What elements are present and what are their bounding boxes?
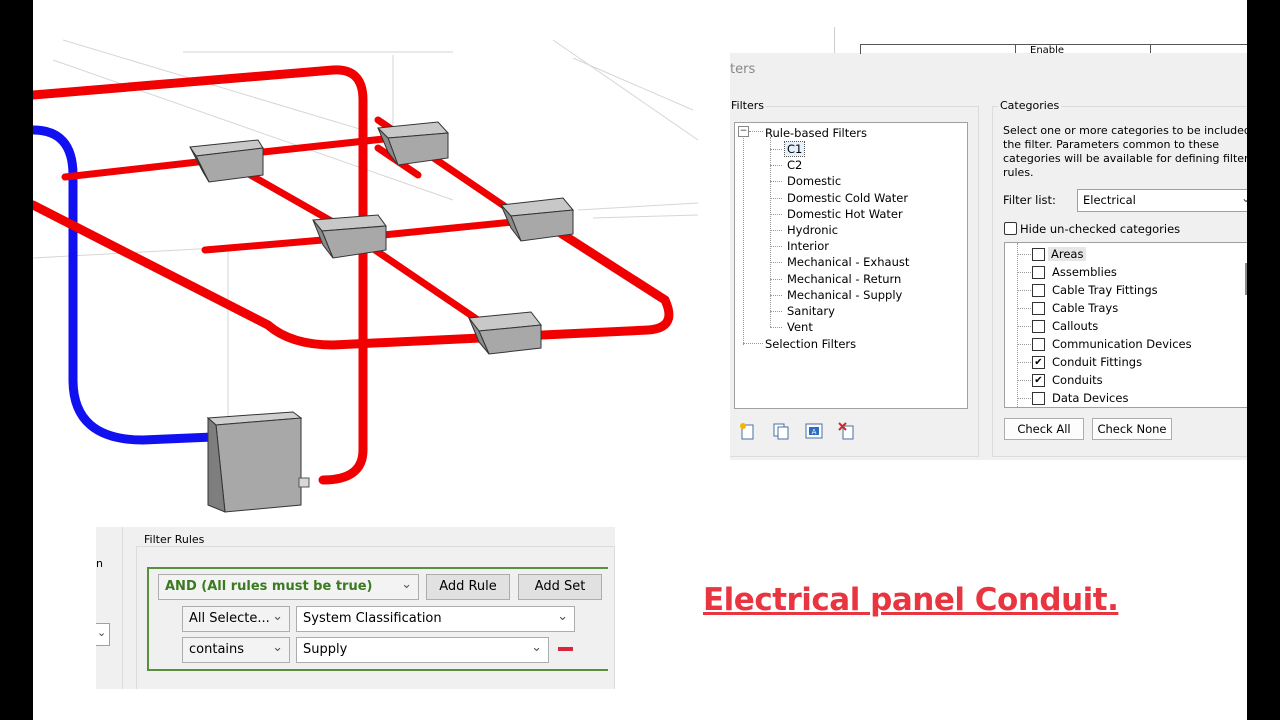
parameter-dropdown[interactable]: System Classification ⌄ — [296, 606, 575, 632]
slide-canvas: Enable ters Filters − Rule-based Filters… — [33, 0, 1247, 720]
collapse-icon[interactable]: − — [738, 126, 749, 137]
electrical-panel — [206, 411, 310, 513]
tree-item[interactable]: Domestic — [787, 174, 842, 189]
filter-list-label: Filter list: — [1003, 193, 1056, 207]
dialog-title: ters — [730, 62, 756, 77]
category-checkbox[interactable] — [1032, 320, 1045, 333]
delete-filter-icon[interactable] — [838, 422, 856, 440]
category-label[interactable]: Areas — [1048, 247, 1087, 261]
category-label[interactable]: Cable Trays — [1052, 301, 1119, 315]
category-checkbox[interactable]: ✔ — [1032, 374, 1045, 387]
category-checkbox[interactable] — [1032, 338, 1045, 351]
tree-item[interactable]: Vent — [787, 320, 813, 335]
category-label[interactable]: Cable Tray Fittings — [1052, 283, 1158, 297]
filter-rules-group — [136, 546, 615, 689]
tree-root-selection[interactable]: Selection Filters — [765, 337, 857, 351]
side-dropdown[interactable]: ⌄ — [96, 623, 110, 646]
filters-group-label: Filters — [730, 99, 766, 112]
new-filter-icon[interactable] — [738, 422, 756, 440]
categories-description: Select one or more categories to be incl… — [1003, 124, 1247, 179]
junction-box-2 — [376, 121, 450, 166]
tree-item[interactable]: Domestic Hot Water — [787, 206, 903, 221]
hide-unchecked-checkbox[interactable] — [1004, 222, 1017, 235]
blue-pipe — [33, 125, 218, 445]
scrollbar-thumb[interactable] — [1245, 263, 1247, 295]
chevron-down-icon: ⌄ — [97, 626, 107, 639]
categories-group — [992, 106, 1247, 457]
field-scope-value: All Selecte... — [189, 611, 270, 626]
chevron-down-icon: ⌄ — [272, 609, 283, 624]
duplicate-filter-icon[interactable] — [772, 422, 790, 440]
chevron-down-icon: ⌄ — [272, 640, 283, 655]
add-rule-button[interactable]: Add Rule — [426, 574, 510, 600]
filter-list-select[interactable]: Electrical ⌄ — [1077, 189, 1247, 212]
category-label[interactable]: Data Devices — [1052, 391, 1129, 405]
category-checkbox[interactable] — [1032, 302, 1045, 315]
category-label[interactable]: Conduit Fittings — [1052, 355, 1143, 369]
logic-dropdown[interactable]: AND (All rules must be true) ⌄ — [158, 574, 419, 600]
rename-filter-icon[interactable]: A — [805, 422, 823, 440]
junction-box-3 — [312, 214, 387, 259]
category-checkbox[interactable] — [1032, 284, 1045, 297]
dialog-header-strip: Enable — [730, 27, 1247, 54]
check-all-button[interactable]: Check All — [1004, 418, 1084, 440]
filters-group — [730, 106, 979, 457]
chevron-down-icon: ⌄ — [557, 609, 568, 624]
operator-value: contains — [189, 642, 245, 657]
category-label[interactable]: Callouts — [1052, 319, 1099, 333]
filter-rules-label: Filter Rules — [142, 533, 207, 546]
junction-box-1 — [189, 139, 264, 183]
junction-box-4 — [499, 197, 574, 242]
operator-dropdown[interactable]: contains ⌄ — [182, 637, 290, 663]
field-scope-dropdown[interactable]: All Selecte... ⌄ — [182, 606, 290, 632]
tree-item[interactable]: Sanitary — [787, 304, 835, 318]
category-checkbox[interactable] — [1032, 266, 1045, 279]
rule-value: Supply — [303, 642, 348, 657]
headline-text: Electrical panel Conduit. — [703, 582, 1119, 618]
tree-item[interactable]: Hydronic — [787, 223, 839, 237]
chevron-down-icon: ⌄ — [401, 577, 412, 592]
category-checkbox[interactable] — [1032, 248, 1045, 261]
hide-unchecked-label: Hide un-checked categories — [1020, 222, 1181, 236]
junction-box-5 — [468, 311, 542, 355]
parameter-value: System Classification — [303, 611, 442, 626]
red-pipe-loop-lower — [33, 200, 674, 350]
svg-text:A: A — [812, 428, 817, 436]
remove-rule-icon[interactable] — [558, 647, 573, 651]
tree-root-rule-based[interactable]: Rule-based Filters — [765, 126, 868, 140]
tree-item[interactable]: Mechanical - Supply — [787, 287, 903, 302]
check-none-button[interactable]: Check None — [1092, 418, 1172, 440]
tree-item[interactable]: Mechanical - Exhaust — [787, 255, 910, 270]
tree-item[interactable]: C1 — [783, 141, 806, 157]
chevron-down-icon: ⌄ — [1240, 191, 1247, 205]
add-set-button[interactable]: Add Set — [518, 574, 602, 600]
filters-dialog: Enable ters Filters − Rule-based Filters… — [730, 27, 1247, 460]
category-label[interactable]: Communication Devices — [1052, 337, 1192, 351]
tree-item[interactable]: Mechanical - Return — [787, 271, 902, 286]
value-dropdown[interactable]: Supply ⌄ — [296, 637, 549, 663]
filter-list-value: Electrical — [1083, 193, 1136, 207]
model-viewport[interactable] — [33, 0, 733, 720]
rule-set-box — [147, 567, 608, 671]
tree-item[interactable]: Domestic Cold Water — [787, 190, 909, 205]
category-checkbox[interactable]: ✔ — [1032, 356, 1045, 369]
column-header-enable: Enable — [1030, 45, 1065, 53]
tree-item[interactable]: C2 — [787, 158, 803, 173]
category-label[interactable]: Conduits — [1052, 373, 1103, 387]
side-label: n — [96, 557, 103, 570]
chevron-down-icon: ⌄ — [531, 640, 542, 655]
category-label[interactable]: Assemblies — [1052, 265, 1117, 279]
categories-group-label: Categories — [998, 99, 1062, 112]
tree-item[interactable]: Interior — [787, 239, 829, 254]
filter-rules-panel: n ⌄ Filter Rules AND (All rules must be … — [96, 527, 615, 689]
logic-value: AND (All rules must be true) — [165, 579, 373, 594]
red-pipe-loop — [33, 65, 368, 485]
category-checkbox[interactable] — [1032, 392, 1045, 405]
